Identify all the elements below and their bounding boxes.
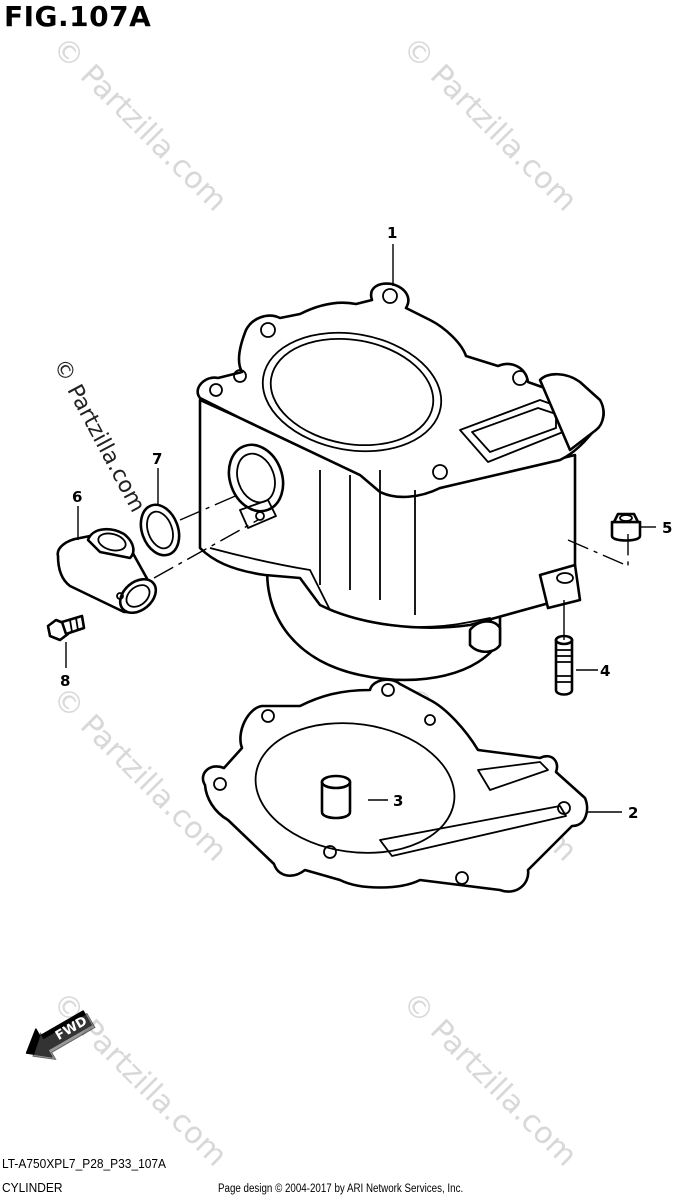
callout-8: 8 <box>60 672 70 690</box>
forward-arrow-icon: FWD <box>25 1010 96 1060</box>
cylinder-block <box>196 282 605 682</box>
figure-title: FIG.107A <box>4 0 152 33</box>
cylinder-gasket <box>201 678 589 893</box>
callout-5: 5 <box>662 519 672 537</box>
callout-2: 2 <box>628 804 638 822</box>
callout-6: 6 <box>72 488 82 506</box>
model-code: LT-A750XPL7_P28_P33_107A <box>2 1156 167 1171</box>
flange-nut <box>610 512 642 542</box>
o-ring <box>139 503 181 557</box>
water-inlet-elbow <box>56 527 158 615</box>
copyright-notice: Page design © 2004-2017 by ARI Network S… <box>218 1183 464 1195</box>
callout-1: 1 <box>387 224 397 242</box>
callout-4: 4 <box>600 662 610 680</box>
callout-7: 7 <box>152 450 162 468</box>
dowel-pin <box>320 774 352 820</box>
leader-lines <box>65 244 656 813</box>
stud-bolt <box>554 634 574 696</box>
hex-bolt <box>46 614 86 642</box>
callout-3: 3 <box>393 792 403 810</box>
section-name: CYLINDER <box>2 1180 63 1195</box>
